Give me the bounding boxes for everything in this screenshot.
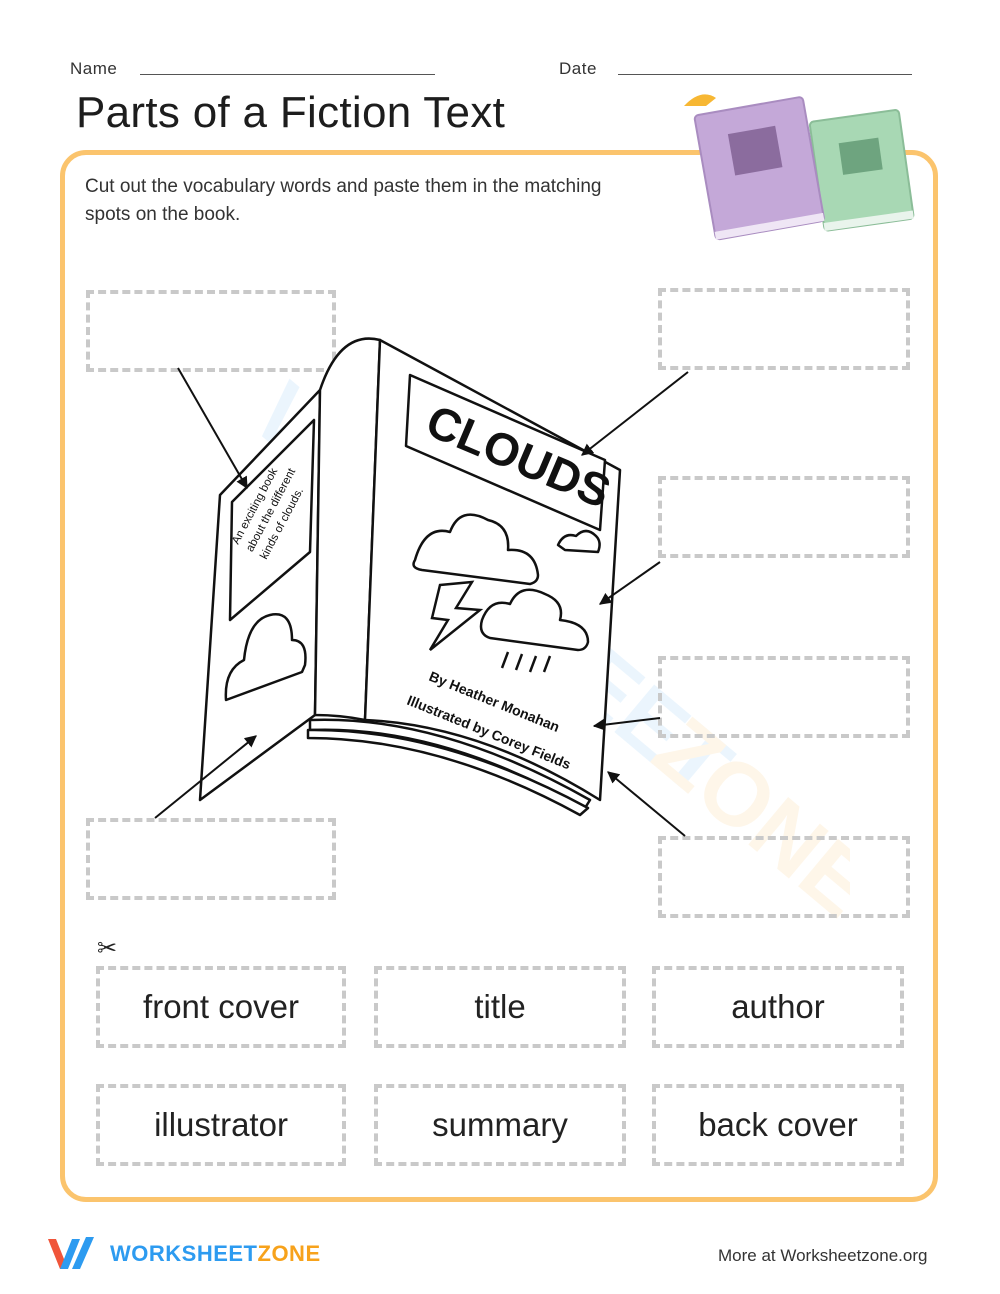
answer-box-summary[interactable]: [86, 818, 336, 900]
arrow-illustrator: [607, 771, 686, 837]
books-icon: [684, 94, 915, 241]
answer-box-author[interactable]: [658, 656, 910, 738]
worksheet-frame: [60, 150, 938, 1202]
word-card-author[interactable]: author: [652, 966, 904, 1048]
date-field[interactable]: [618, 74, 912, 75]
answer-box-front-cover[interactable]: [658, 476, 910, 558]
date-label: Date: [559, 59, 597, 78]
name-label: Name: [70, 59, 118, 78]
name-field[interactable]: [140, 74, 435, 75]
arrow-title: [581, 371, 689, 456]
worksheetzone-logo-icon: [48, 1237, 94, 1269]
word-card-title[interactable]: title: [374, 966, 626, 1048]
page-title: Parts of a Fiction Text: [76, 88, 506, 137]
book-illustration: CLOUDS By Heather Monahan Illustrated by…: [198, 337, 622, 817]
arrow-front-cover: [599, 561, 661, 605]
brand-part-1: WORKSHEET: [110, 1241, 258, 1266]
word-card-summary[interactable]: summary: [374, 1084, 626, 1166]
answer-box-illustrator[interactable]: [658, 836, 910, 918]
arrow-summary: [154, 735, 257, 819]
answer-box-title[interactable]: [658, 288, 910, 370]
word-card-back-cover[interactable]: back cover: [652, 1084, 904, 1166]
arrow-back-cover: [177, 367, 248, 490]
word-card-illustrator[interactable]: illustrator: [96, 1084, 346, 1166]
scissors-icon: ✂: [97, 935, 118, 962]
more-link[interactable]: More at Worksheetzone.org: [718, 1246, 928, 1265]
instructions-text: Cut out the vocabulary words and paste t…: [85, 176, 602, 225]
answer-box-back-cover[interactable]: [86, 290, 336, 372]
arrow-author: [592, 717, 661, 731]
brand-part-2: ZONE: [257, 1241, 321, 1266]
word-card-front-cover[interactable]: front cover: [96, 966, 346, 1048]
brand-name[interactable]: WORKSHEETZONE: [110, 1241, 321, 1267]
